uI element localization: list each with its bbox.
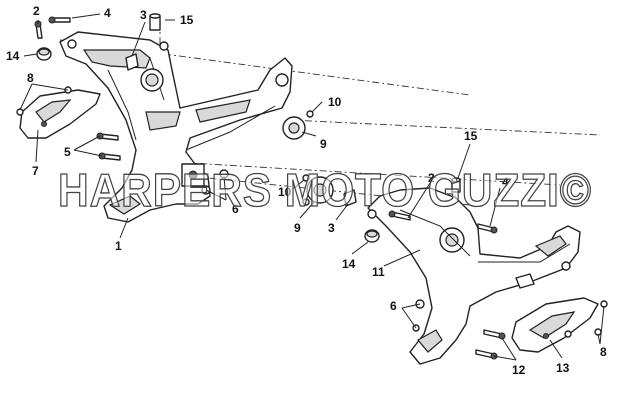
left-heel-guard — [19, 89, 101, 139]
callout-5: 5 — [64, 145, 71, 159]
left-hardware — [16, 13, 229, 195]
right-heel-guard — [511, 297, 599, 353]
callout-4a: 4 — [104, 6, 111, 20]
callout-11: 11 — [372, 265, 385, 279]
callout-15b: 15 — [464, 129, 478, 143]
callout-7: 7 — [32, 164, 39, 178]
callout-1: 1 — [115, 239, 122, 253]
callout-13: 13 — [556, 361, 570, 375]
callout-3b: 3 — [328, 221, 335, 235]
callout-12: 12 — [512, 363, 526, 377]
callout-15a: 15 — [180, 13, 194, 27]
callout-8a: 8 — [27, 71, 34, 85]
left-footrest-bracket — [59, 31, 293, 223]
watermark-text: HARPERS MOTO GUZZI© — [58, 164, 592, 216]
callout-3a: 3 — [140, 8, 147, 22]
leader-lines — [19, 13, 605, 361]
callout-6b: 6 — [390, 299, 397, 313]
callout-14b: 14 — [342, 257, 356, 271]
callout-9b: 9 — [294, 221, 301, 235]
callout-labels: 2 4 3 15 14 8 5 7 6 1 10 9 10 9 3 15 2 4… — [6, 4, 607, 377]
callout-9a: 9 — [320, 137, 327, 151]
callout-6a: 6 — [232, 202, 239, 216]
callout-14a: 14 — [6, 49, 20, 63]
right-hardware — [364, 177, 608, 360]
callout-10a: 10 — [328, 95, 342, 109]
callout-2a: 2 — [33, 4, 40, 18]
footpeg-bearing-plates — [282, 110, 357, 207]
callout-4b: 4 — [502, 175, 509, 189]
callout-8b: 8 — [600, 345, 607, 359]
callout-10b: 10 — [278, 185, 292, 199]
callout-2b: 2 — [428, 171, 435, 185]
right-footrest-bracket — [367, 187, 581, 365]
